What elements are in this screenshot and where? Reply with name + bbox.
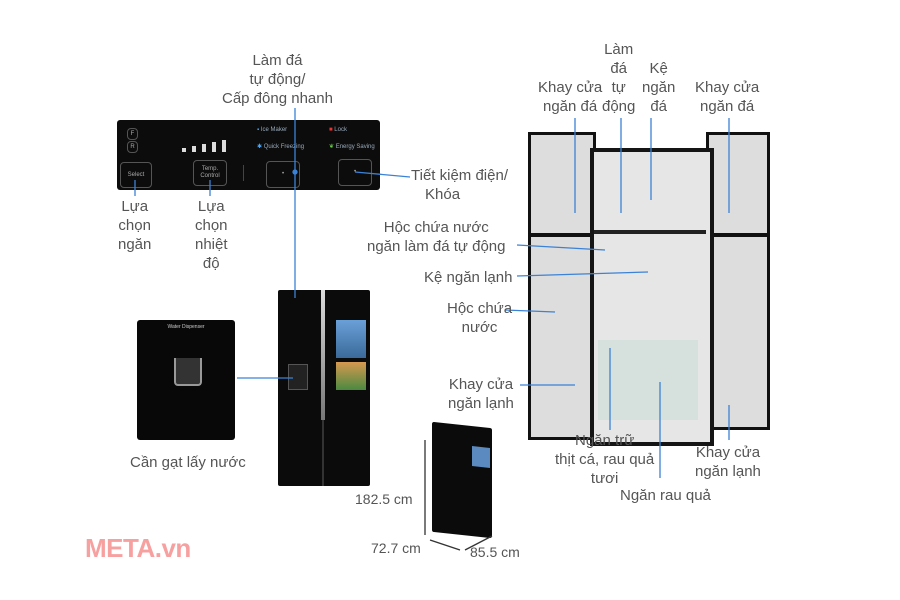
label-veg-drawer: Ngăn rau quả: [620, 487, 711, 504]
fridge-front: [278, 290, 370, 486]
ice-maker-label: ▪ Ice Maker: [257, 127, 288, 133]
label-energy-lock: Tiết kiệm điện/Khóa: [411, 167, 508, 203]
brand-logo: META.vn: [85, 533, 191, 563]
fridge-indicator: R: [127, 141, 138, 153]
freezer-indicator: F: [127, 128, 138, 140]
fridge-dimension-view: [432, 421, 492, 539]
lock-label: ■ Lock: [329, 127, 347, 133]
temp-control-button[interactable]: Temp. Control: [193, 160, 227, 186]
temp-level-bars: [182, 140, 226, 152]
energy-saving-label: ❦ Energy Saving: [329, 144, 375, 150]
fridge-open-view: [528, 130, 770, 446]
quick-freezing-label: ✱ Quick Freezing: [257, 144, 305, 150]
select-button[interactable]: Select: [120, 162, 152, 188]
label-water-lever: Cần gạt lấy nước: [130, 454, 246, 471]
water-dispenser-closeup: Water Dispenser: [137, 320, 235, 440]
ice-freeze-button[interactable]: •: [266, 161, 300, 188]
water-lever: [174, 358, 202, 386]
lock-energy-button[interactable]: •: [338, 159, 372, 186]
control-panel: F R Select Temp. Control ▪ Ice Maker ✱ Q…: [117, 120, 380, 190]
dimension-depth: 72.7 cm: [371, 540, 421, 556]
dimension-height: 182.5 cm: [355, 491, 413, 507]
dimension-width: 85.5 cm: [470, 544, 520, 560]
dispenser-title: Water Dispenser: [167, 324, 205, 330]
label-fridge-shelf: Kệ ngăn lạnh: [424, 269, 513, 286]
